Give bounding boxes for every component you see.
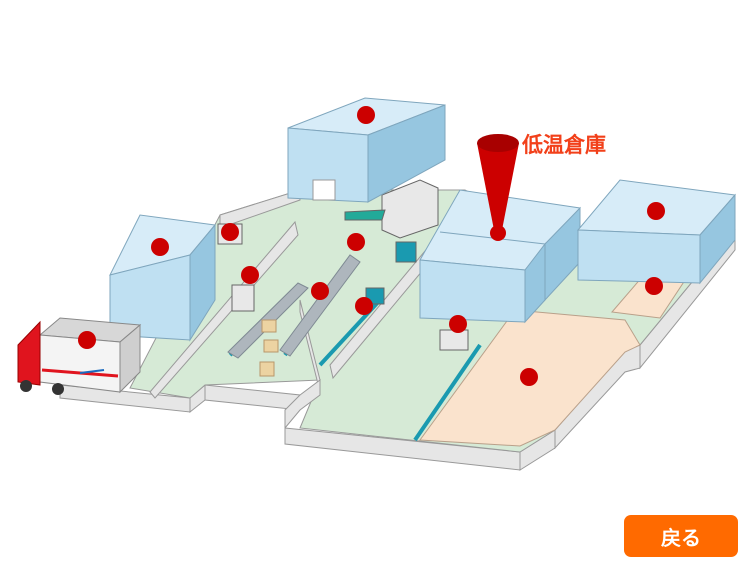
hotspots [78,106,665,386]
cold-storage-label: 低温倉庫 [522,133,606,157]
truck [17,317,142,395]
hotspot-marker[interactable] [151,238,169,256]
hotspot-marker[interactable] [311,282,329,300]
building-right[interactable] [576,179,736,285]
back-button[interactable]: 戻る [624,515,738,557]
hotspot-marker[interactable] [647,202,665,220]
hotspot-marker[interactable] [241,266,259,284]
hotspot-marker[interactable] [520,368,538,386]
pallets [259,319,279,377]
hotspot-marker[interactable] [347,233,365,251]
selected-location-pin-icon[interactable] [477,134,519,241]
building-top[interactable] [287,97,446,203]
hotspot-marker[interactable] [449,315,467,333]
hotspot-marker[interactable] [78,331,96,349]
hotspot-marker[interactable] [355,297,373,315]
hotspot-marker[interactable] [221,223,239,241]
hotspot-marker[interactable] [357,106,375,124]
building-left[interactable] [109,214,216,342]
hotspot-marker[interactable] [645,277,663,295]
